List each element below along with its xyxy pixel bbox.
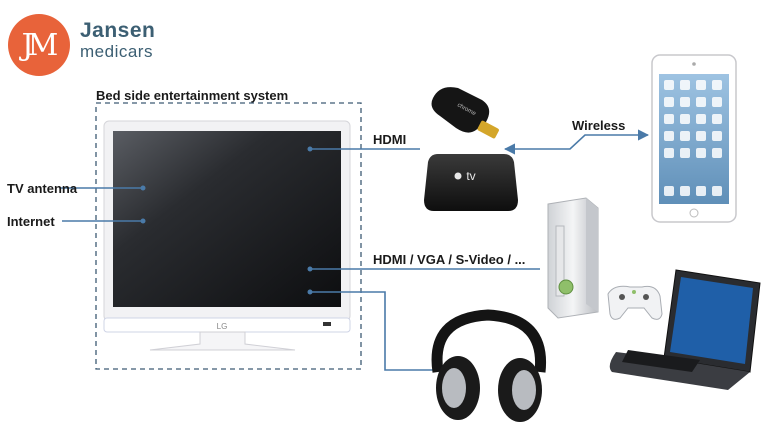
- svg-text:tv: tv: [466, 169, 475, 183]
- headphones-icon: [436, 315, 542, 422]
- svg-text:LG: LG: [217, 322, 228, 331]
- tv-icon: LG: [104, 121, 350, 350]
- internet-label: Internet: [7, 214, 55, 229]
- wireless-label: Wireless: [572, 118, 625, 133]
- tv-antenna-label: TV antenna: [7, 181, 77, 196]
- apple-tv-icon: tv: [424, 154, 518, 211]
- game-console-icon: [548, 198, 598, 318]
- system-title: Bed side entertainment system: [96, 88, 288, 103]
- multi-connection-label: HDMI / VGA / S-Video / ...: [373, 252, 525, 267]
- game-controller-icon: [608, 286, 662, 319]
- hdmi-label: HDMI: [373, 132, 406, 147]
- chromecast-icon: chrome: [432, 87, 500, 139]
- tablet-icon: [652, 55, 736, 222]
